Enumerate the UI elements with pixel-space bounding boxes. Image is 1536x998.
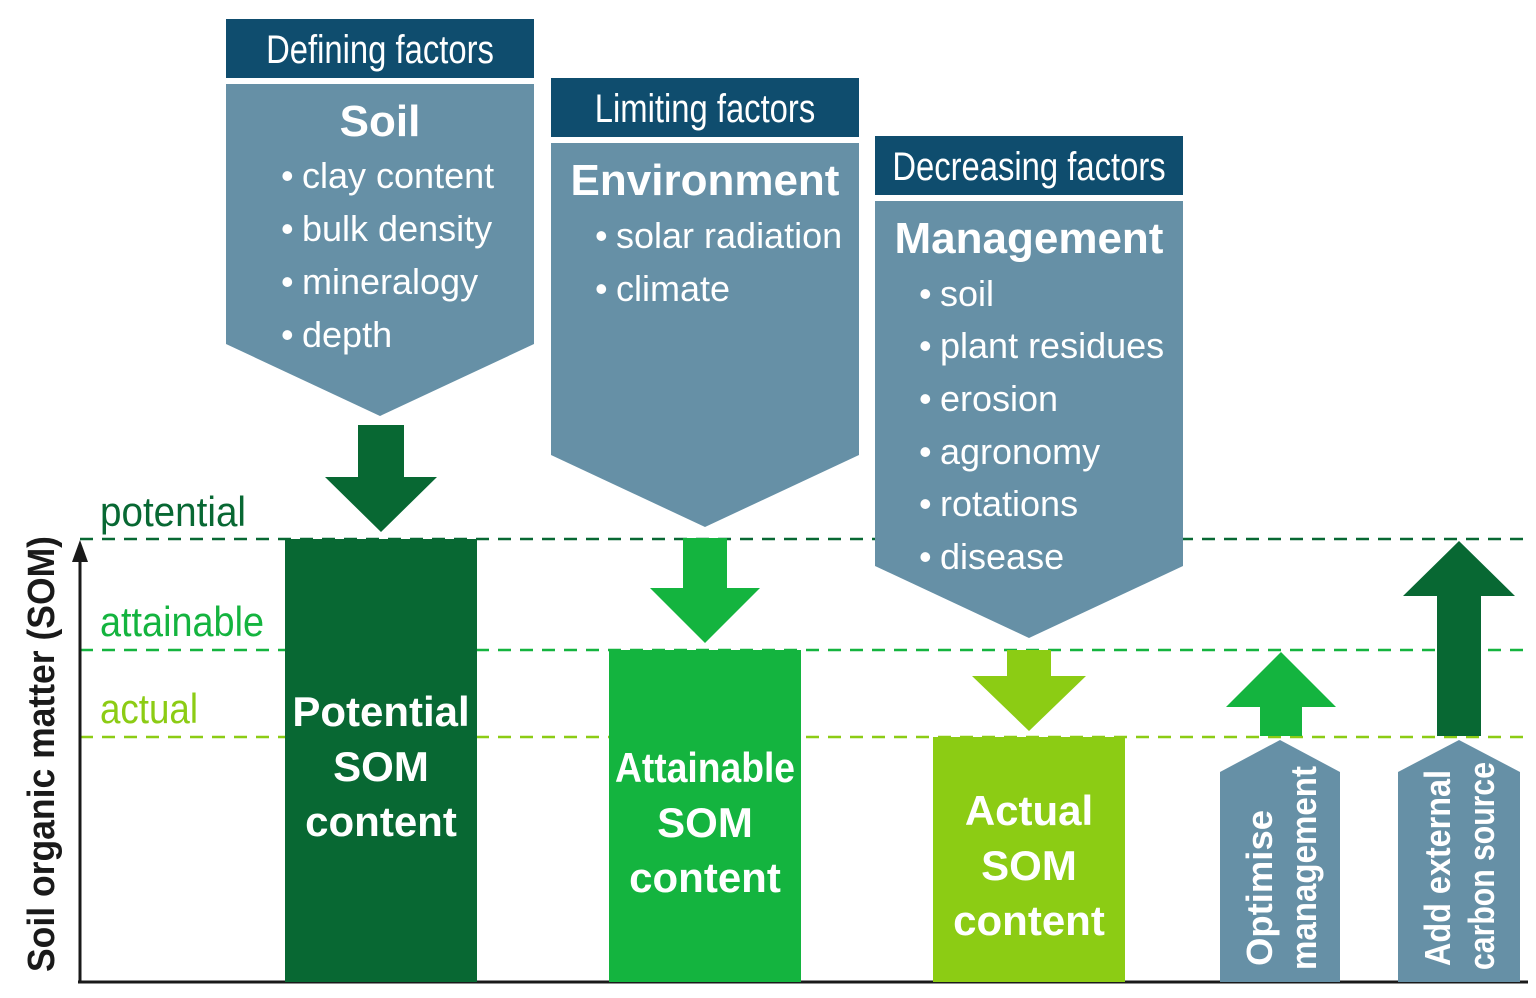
bullet-icon: • [919,483,932,524]
soil-item: clay content [302,155,494,196]
decreasing-factors-header-label: Decreasing factors [892,144,1165,189]
y-axis-label: Soil organic matter (SOM) [21,536,63,972]
down-arrow-icon [972,650,1086,731]
bullet-icon: • [281,261,294,302]
management-item: rotations [940,483,1078,524]
bullet-icon: • [919,378,932,419]
defining-factors-header-label: Defining factors [266,27,494,72]
bullet-icon: • [281,208,294,249]
limiting-factors-header [551,78,859,137]
soil-item: depth [302,314,392,355]
decreasing-factors-header [875,136,1183,195]
bullet-icon: • [919,536,932,577]
potential-bar-line-1: Potential [292,688,469,735]
up-arrow-icon [1226,652,1336,736]
up-arrow-icon [1403,541,1515,736]
external-carbon-box [1398,740,1520,982]
soil-item: bulk density [302,208,492,249]
management-item: agronomy [940,431,1100,472]
actual-bar-line-1: Actual [965,787,1093,834]
actual-bar-line-3: content [953,897,1105,944]
management-item: soil [940,273,994,314]
bullet-icon: • [281,314,294,355]
soil-item: mineralogy [302,261,478,302]
defining-factors-header [226,19,534,78]
environment-factors-box [551,143,859,527]
potential-bar-line-2: SOM [333,743,429,790]
attainable-bar-line-2: SOM [657,799,753,846]
attainable-bar-line-3: content [629,854,781,901]
soil-factors-box [226,84,534,416]
soil-items-list: • clay content • bulk density • mineralo… [281,155,494,355]
optimise-label-line-2: management [1283,766,1324,970]
optimise-management-box [1220,740,1340,982]
actual-level-label: actual [100,685,198,732]
potential-som-bar [285,539,477,982]
environment-title: Environment [571,156,840,205]
bullet-icon: • [281,155,294,196]
soil-title: Soil [340,97,421,146]
bullet-icon: • [595,268,608,309]
potential-level-label: potential [100,488,246,535]
external-label-line-1: Add external [1417,770,1458,966]
bullet-icon: • [595,215,608,256]
limiting-factors-header-label: Limiting factors [595,86,815,131]
attainable-som-bar [609,650,801,982]
external-label-line-2: carbon source [1461,762,1502,970]
optimise-label-line-1: Optimise [1239,810,1280,966]
attainable-bar-line-1: Attainable [615,744,795,791]
management-item: erosion [940,378,1058,419]
management-title: Management [895,214,1164,263]
bullet-icon: • [919,431,932,472]
attainable-level-label: attainable [100,598,264,645]
down-arrow-icon [325,425,437,532]
environment-item: climate [616,268,730,309]
management-items-list: • soil • plant residues • erosion • agro… [919,273,1164,577]
management-item: plant residues [940,325,1164,366]
down-arrow-icon [650,538,760,643]
actual-som-bar [933,737,1125,982]
environment-items-list: • solar radiation • climate [595,215,842,309]
actual-bar-line-2: SOM [981,842,1077,889]
potential-bar-line-3: content [305,798,457,845]
bullet-icon: • [919,273,932,314]
environment-item: solar radiation [616,215,842,256]
management-item: disease [940,536,1064,577]
management-factors-box [875,201,1183,638]
y-axis-arrowhead-icon [72,540,88,562]
bullet-icon: • [919,325,932,366]
